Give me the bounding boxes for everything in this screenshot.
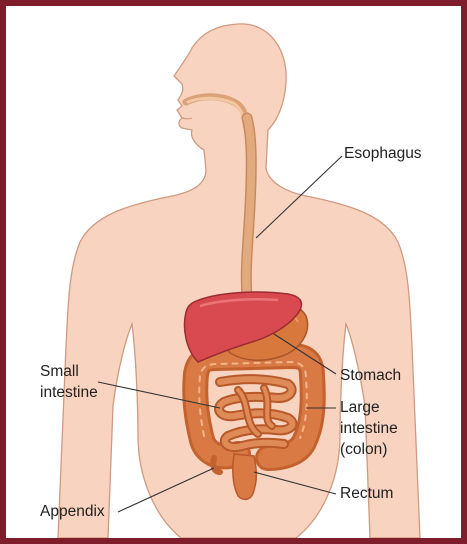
label-large-intestine-line1: Large [340, 399, 380, 416]
digestive-system-diagram: Esophagus Small intestine Stomach Large … [6, 6, 461, 538]
label-esophagus: Esophagus [344, 145, 422, 162]
label-small-intestine-line1: Small [40, 363, 79, 380]
rectum [233, 454, 257, 499]
label-large-intestine-line2: intestine [340, 420, 398, 437]
label-stomach: Stomach [340, 367, 401, 384]
label-appendix: Appendix [40, 503, 105, 520]
label-small-intestine-line2: intestine [40, 384, 98, 401]
label-large-intestine-line3: (colon) [340, 441, 387, 458]
label-rectum: Rectum [340, 485, 393, 502]
